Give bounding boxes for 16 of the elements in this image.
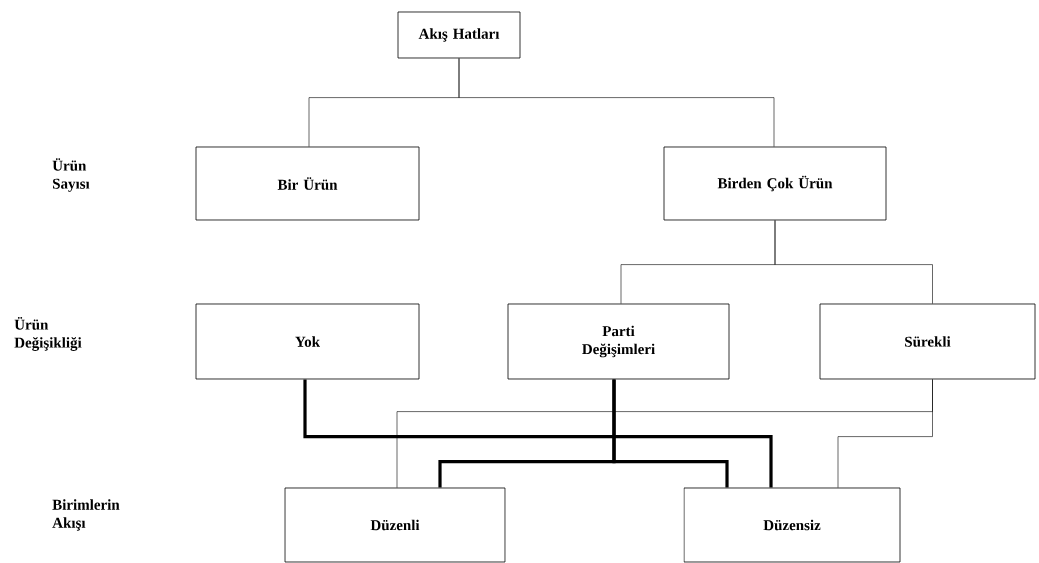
process-box: Parti Değişimleri xyxy=(507,303,730,380)
process-box: Bir Ürün xyxy=(195,146,420,221)
process-box: Birden Çok Ürün xyxy=(663,146,887,221)
connector-line xyxy=(774,220,933,304)
row-label: Ürün Değişikliği xyxy=(14,317,82,351)
row-label: Ürün Sayısı xyxy=(52,158,90,192)
process-box: Yok xyxy=(195,303,420,380)
connector-line xyxy=(303,379,773,488)
connector-line xyxy=(458,58,775,147)
connector-line xyxy=(612,379,729,488)
process-box: Düzensiz xyxy=(683,487,901,563)
process-box: Sürekli xyxy=(819,303,1036,380)
row-label: Birimlerin Akışı xyxy=(52,499,120,531)
connector-line xyxy=(837,379,933,488)
process-box: Düzenli xyxy=(284,487,506,563)
process-box: Akış Hatları xyxy=(397,11,521,59)
